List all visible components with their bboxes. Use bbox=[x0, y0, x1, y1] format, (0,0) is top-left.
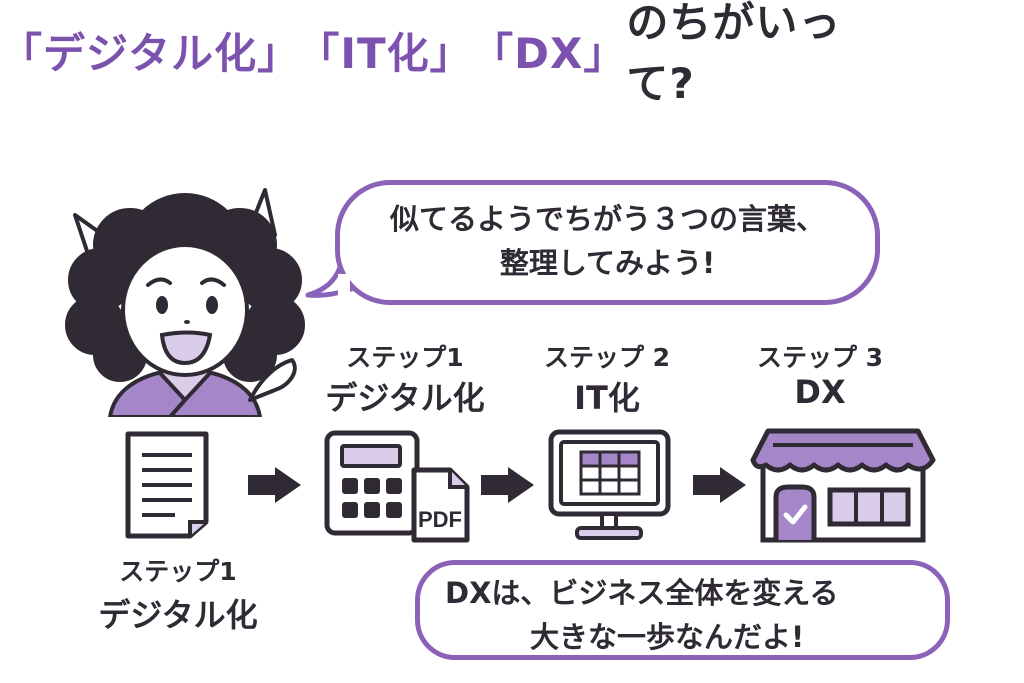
step3-name: DX bbox=[794, 373, 846, 411]
title-question: のちがいって? bbox=[626, 0, 842, 108]
title-banner: 「デジタル化」 「IT化」 「DX」 のちがいって? bbox=[0, 0, 905, 108]
oni-character-illustration bbox=[65, 188, 305, 417]
title-digitalization: 「デジタル化」 bbox=[0, 28, 301, 78]
title-it: 「IT化」 bbox=[297, 28, 473, 78]
conclusion-line-2: 大きな一歩なんだよ! bbox=[530, 620, 805, 654]
paper-document-icon bbox=[125, 431, 209, 539]
step2-name: IT化 bbox=[574, 379, 640, 417]
step1-name: デジタル化 bbox=[325, 379, 485, 417]
left-step-name: デジタル化 bbox=[98, 596, 258, 634]
left-step-label: ステップ1 bbox=[119, 557, 237, 586]
storefront-icon bbox=[750, 428, 936, 543]
title-dx: 「DX」 bbox=[471, 28, 627, 78]
tail-cover bbox=[338, 274, 350, 296]
conclusion-bubble: DXは、ビジネス全体を変える 大きな一歩なんだよ! bbox=[415, 560, 950, 660]
speech-bubble: 似てるようでちがう３つの言葉、 整理してみよう! bbox=[335, 180, 880, 305]
conclusion-line-1: DXは、ビジネス全体を変える bbox=[445, 576, 839, 610]
speech-line-2: 整理してみよう! bbox=[499, 246, 716, 280]
arrow-right-icon bbox=[481, 467, 534, 503]
step2-label: ステップ 2 bbox=[543, 343, 671, 372]
monitor-spreadsheet-icon bbox=[548, 429, 671, 540]
pdf-label: PDF bbox=[418, 507, 462, 532]
arrow-right-icon bbox=[693, 467, 746, 503]
calculator-pdf-icon: PDF bbox=[324, 430, 470, 543]
arrow-right-icon bbox=[248, 467, 301, 503]
step3-label: ステップ 3 bbox=[756, 343, 884, 372]
step1-label: ステップ1 bbox=[346, 343, 464, 372]
speech-line-1: 似てるようでちがう３つの言葉、 bbox=[389, 202, 825, 236]
